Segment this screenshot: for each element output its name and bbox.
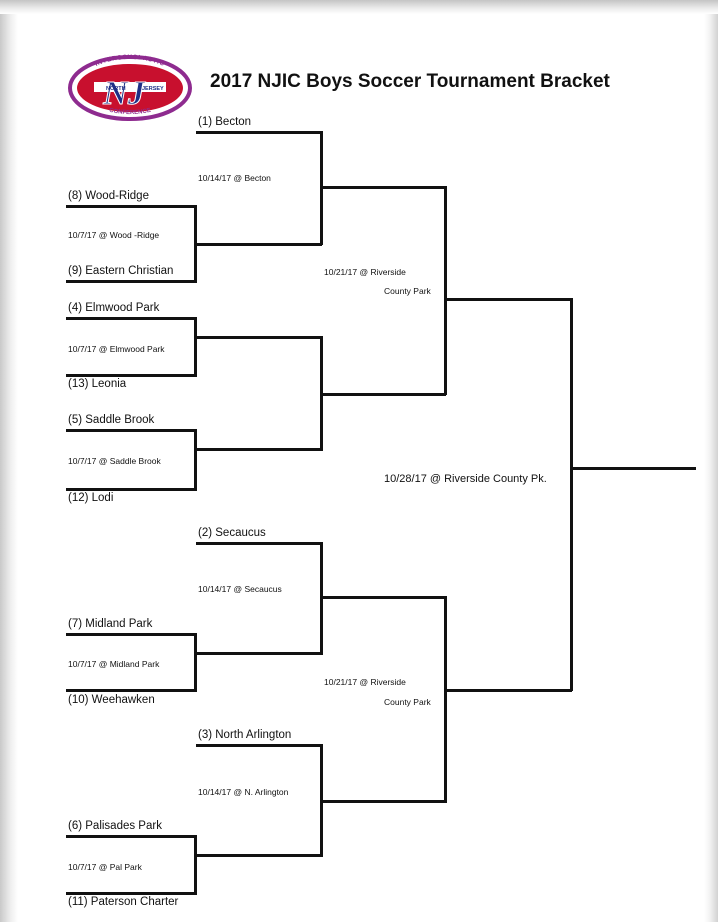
team-lodi: (12) Lodi	[68, 492, 114, 504]
team-saddle-brook: (5) Saddle Brook	[68, 414, 155, 426]
match-qf-becton: 10/14/17 @ Becton	[198, 173, 271, 183]
team-wood-ridge: (8) Wood-Ridge	[68, 190, 149, 202]
bracket-line	[570, 298, 573, 691]
bracket-line	[446, 298, 572, 301]
bracket-line	[444, 186, 447, 395]
bracket-line	[66, 835, 196, 838]
bracket-line	[66, 892, 196, 895]
team-midland-park: (7) Midland Park	[68, 618, 153, 630]
bracket-line	[194, 205, 197, 283]
bracket-line	[196, 243, 322, 246]
team-elmwood-park: (4) Elmwood Park	[68, 302, 160, 314]
bracket-line	[66, 689, 196, 692]
match-r1-elmwood-park: 10/7/17 @ Elmwood Park	[68, 344, 165, 354]
logo-word-left: NORTH	[106, 86, 126, 92]
bracket-line	[194, 429, 197, 491]
page-shadow-top	[0, 0, 718, 14]
bracket-line	[194, 835, 197, 895]
team-becton: (1) Becton	[198, 116, 252, 128]
bracket-line	[320, 336, 323, 451]
match-final: 10/28/17 @ Riverside County Pk.	[384, 473, 547, 485]
page-shadow-left	[0, 0, 18, 922]
match-qf-n-arlington: 10/14/17 @ N. Arlington	[198, 787, 289, 797]
match-sf-top-line1: 10/21/17 @ Riverside	[324, 267, 406, 277]
bracket-line	[196, 131, 322, 134]
bracket-line	[194, 633, 197, 692]
team-weehawken: (10) Weehawken	[68, 694, 155, 706]
bracket-line	[194, 317, 197, 377]
page-shadow-right	[704, 0, 718, 922]
team-leonia: (13) Leonia	[68, 378, 127, 390]
bracket-line	[66, 280, 196, 283]
njic-logo: INTERSCHOLASTIC CONFERENCE NJ NORTH JERS…	[66, 50, 194, 122]
team-north-arlington: (3) North Arlington	[198, 729, 292, 741]
bracket-line	[196, 744, 322, 747]
bracket-line	[196, 652, 322, 655]
bracket-line	[66, 317, 196, 320]
bracket-line	[66, 633, 196, 636]
match-sf-bottom-line2: County Park	[384, 697, 431, 707]
svg-text:CONFERENCE: CONFERENCE	[109, 108, 152, 116]
bracket-line	[196, 448, 322, 451]
bracket-line	[322, 800, 446, 803]
team-eastern-christian: (9) Eastern Christian	[68, 265, 174, 277]
bracket-line	[196, 542, 322, 545]
bracket-line	[66, 488, 196, 491]
bracket-line	[444, 596, 447, 803]
bracket-line	[572, 467, 696, 470]
logo-initials: NJ	[102, 75, 146, 112]
logo-bottom-arc-text: CONFERENCE	[109, 108, 152, 116]
bracket-line	[320, 744, 323, 857]
bracket-line	[446, 689, 572, 692]
bracket-line	[196, 854, 322, 857]
bracket-line	[322, 596, 446, 599]
bracket-line	[320, 542, 323, 655]
logo-word-right: JERSEY	[142, 86, 164, 92]
bracket-line	[66, 205, 196, 208]
bracket-line	[196, 336, 322, 339]
match-qf-secaucus: 10/14/17 @ Secaucus	[198, 584, 282, 594]
team-secaucus: (2) Secaucus	[198, 527, 266, 539]
bracket-line	[322, 393, 446, 396]
match-r1-wood-ridge: 10/7/17 @ Wood -Ridge	[68, 230, 160, 240]
team-paterson-charter: (11) Paterson Charter	[68, 896, 179, 908]
match-r1-midland-park: 10/7/17 @ Midland Park	[68, 659, 160, 669]
page-title: 2017 NJIC Boys Soccer Tournament Bracket	[210, 71, 610, 92]
bracket-line	[66, 374, 196, 377]
match-sf-bottom-line1: 10/21/17 @ Riverside	[324, 677, 406, 687]
bracket-line	[320, 131, 323, 245]
bracket-line	[322, 186, 446, 189]
match-sf-top-line2: County Park	[384, 286, 431, 296]
bracket-line	[66, 429, 196, 432]
match-r1-saddle-brook: 10/7/17 @ Saddle Brook	[68, 456, 161, 466]
team-palisades-park: (6) Palisades Park	[68, 820, 162, 832]
match-r1-pal-park: 10/7/17 @ Pal Park	[68, 862, 142, 872]
